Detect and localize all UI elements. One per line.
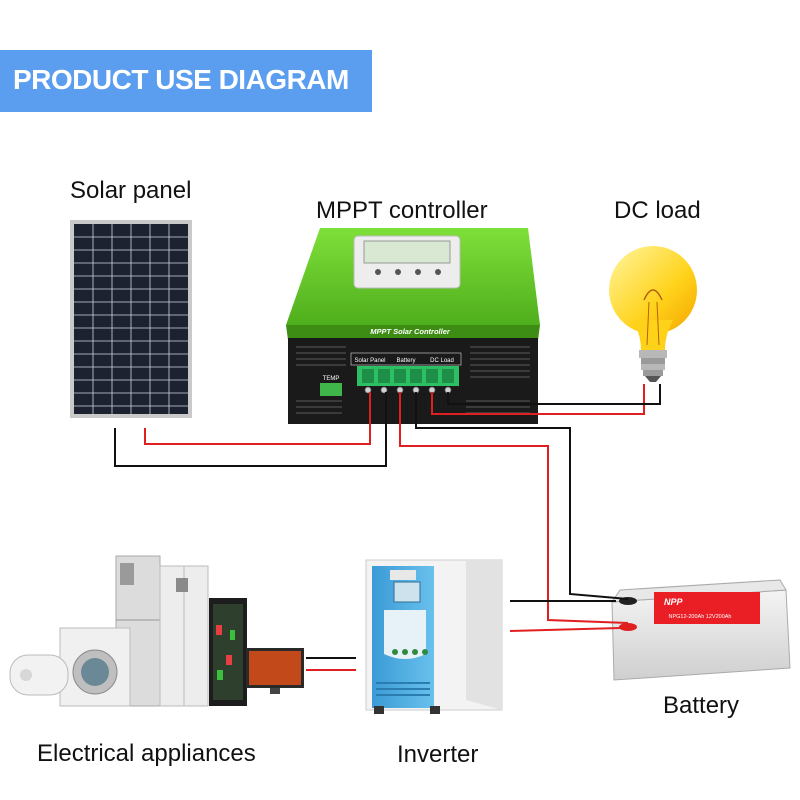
appliances-label: Electrical appliances bbox=[37, 740, 256, 767]
terminal-dcload-label: DC Load bbox=[430, 358, 454, 364]
solar-panel bbox=[70, 220, 192, 418]
header-banner: PRODUCT USE DIAGRAM bbox=[0, 50, 372, 112]
solar-panel-label: Solar panel bbox=[70, 177, 192, 204]
inverter-unit bbox=[365, 559, 503, 714]
battery-model-text: NPG12-200Ah 12V200Ah bbox=[669, 614, 732, 620]
terminal-solar-label: Solar Panel bbox=[354, 358, 385, 364]
terminal-battery-label: Battery bbox=[396, 358, 415, 364]
light-bulb bbox=[609, 246, 697, 382]
mppt-controller: MPPT Solar Controller TEMP Solar Panel B… bbox=[286, 228, 540, 424]
dc-load-label: DC load bbox=[614, 197, 701, 224]
temp-port-label: TEMP bbox=[323, 376, 340, 382]
header-title: PRODUCT USE DIAGRAM bbox=[13, 64, 349, 95]
battery-unit: NPP NPG12-200Ah 12V200Ah bbox=[611, 579, 791, 681]
battery-brand-text: NPP bbox=[664, 597, 684, 607]
controller-brand-text: MPPT Solar Controller bbox=[370, 327, 451, 336]
battery-label: Battery bbox=[663, 692, 740, 719]
wiring bbox=[114, 384, 661, 671]
electrical-appliances bbox=[9, 555, 304, 707]
inverter-label: Inverter bbox=[397, 741, 479, 768]
controller-label: MPPT controller bbox=[316, 197, 488, 224]
